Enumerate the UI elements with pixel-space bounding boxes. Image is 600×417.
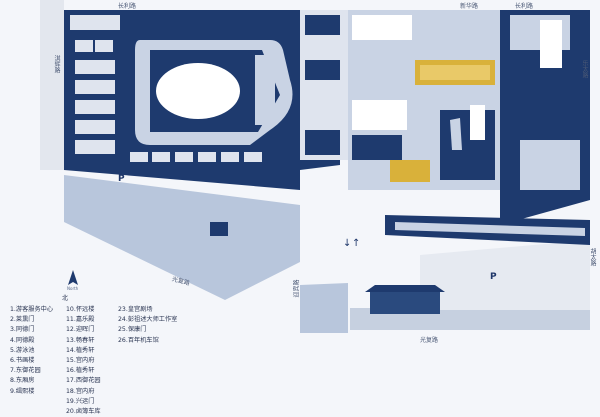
legend-item: 8.东厢房 xyxy=(10,377,35,385)
parking-left-icon: P xyxy=(118,174,125,184)
legend: 1.游客服务中心 2.莱熏门 3.同德门 4.同德殿 5.游泳池 6.书画楼 7… xyxy=(10,305,260,415)
legend-item: 20.卤簿车库 xyxy=(66,408,101,416)
legend-item: 15.宫内府 xyxy=(66,357,95,365)
north-sublabel: North xyxy=(67,286,79,291)
south-wall-windows xyxy=(395,222,585,236)
east-hall-dark xyxy=(352,135,402,160)
golden-pavilion xyxy=(390,160,430,182)
east-parking-lot xyxy=(420,240,590,310)
legend-item: 16.植秀轩 xyxy=(66,367,95,375)
residence-north xyxy=(352,15,412,40)
legend-column-1: 1.游客服务中心 2.莱熏门 3.同德门 4.同德殿 5.游泳池 6.书画楼 7… xyxy=(10,305,53,397)
east-garden-block xyxy=(440,110,495,180)
garden-path xyxy=(450,118,462,150)
legend-item: 2.莱熏门 xyxy=(10,316,35,324)
north-gate-building xyxy=(305,15,340,35)
gate-hall xyxy=(305,130,340,155)
south-gate-roof xyxy=(365,285,445,292)
north-arrow-icon xyxy=(68,270,78,285)
far-east-square xyxy=(520,140,580,190)
center-hall xyxy=(305,60,340,80)
south-building-row xyxy=(130,152,262,162)
garden-pond xyxy=(470,105,485,140)
legend-item: 1.游客服务中心 xyxy=(10,306,54,313)
legend-item: 24.彭祖述大师工作室 xyxy=(118,316,178,324)
road-label-top-right: 新华路 xyxy=(460,3,479,10)
golden-hall-roof xyxy=(420,65,490,80)
legend-item: 11.嘉乐殿 xyxy=(66,316,95,324)
legend-item: 9.缉熙楼 xyxy=(10,387,35,395)
boathouse xyxy=(210,222,228,236)
left-street xyxy=(40,0,64,170)
down-arrow-icon: ↓ xyxy=(343,238,351,249)
legend-item: 18.宫内府 xyxy=(66,387,95,395)
south-gate xyxy=(370,292,440,314)
road-label-left: 淇辉路 xyxy=(53,55,60,73)
legend-item: 3.同德门 xyxy=(10,326,35,334)
palace-map: ↓ ↑ xyxy=(40,0,590,333)
road-label-right-upper: 乐太路 xyxy=(581,60,588,78)
legend-item: 17.西御花园 xyxy=(66,377,101,385)
road-label-top-far-right: 长利路 xyxy=(515,3,534,10)
up-arrow-icon: ↑ xyxy=(352,238,360,249)
residence-mid xyxy=(352,100,407,130)
parking-right-icon: P xyxy=(490,272,497,282)
garden-strip xyxy=(255,55,275,125)
legend-item: 5.游泳池 xyxy=(10,346,35,354)
road-label-bottom: 光复路 xyxy=(420,337,439,344)
legend-column-3: 23.皇宫剧场 24.彭祖述大师工作室 25.保康门 26.百年机车馆 xyxy=(118,305,177,346)
legend-column-2: 10.怀远楼 11.嘉乐殿 12.迎晖门 13.畅春轩 14.植秀轩 15.宫内… xyxy=(66,305,101,417)
legend-item: 12.迎晖门 xyxy=(66,326,95,334)
road-label-center-vertical: 迎宾路 xyxy=(293,279,301,298)
road-label-top-left: 长利路 xyxy=(118,3,137,10)
legend-item: 23.皇宫剧场 xyxy=(118,306,153,313)
legend-item: 25.保康门 xyxy=(118,326,147,334)
road-label-right-lower: 胡太路 xyxy=(589,248,596,266)
legend-item: 6.书画楼 xyxy=(10,357,35,365)
lake-area xyxy=(64,175,300,300)
west-building-row xyxy=(70,15,120,154)
legend-item: 14.植秀轩 xyxy=(66,346,95,354)
north-label: 北 xyxy=(62,295,69,302)
legend-item: 4.同德殿 xyxy=(10,336,35,344)
legend-item: 26.百年机车馆 xyxy=(118,336,159,344)
legend-item: 10.怀远楼 xyxy=(66,306,95,313)
far-east-tower xyxy=(540,20,562,68)
legend-item: 19.兴运门 xyxy=(66,397,95,405)
oval-lawn xyxy=(156,63,240,119)
legend-item: 7.东御花园 xyxy=(10,367,41,375)
south-pond xyxy=(300,283,348,333)
legend-item: 13.畅春轩 xyxy=(66,336,95,344)
